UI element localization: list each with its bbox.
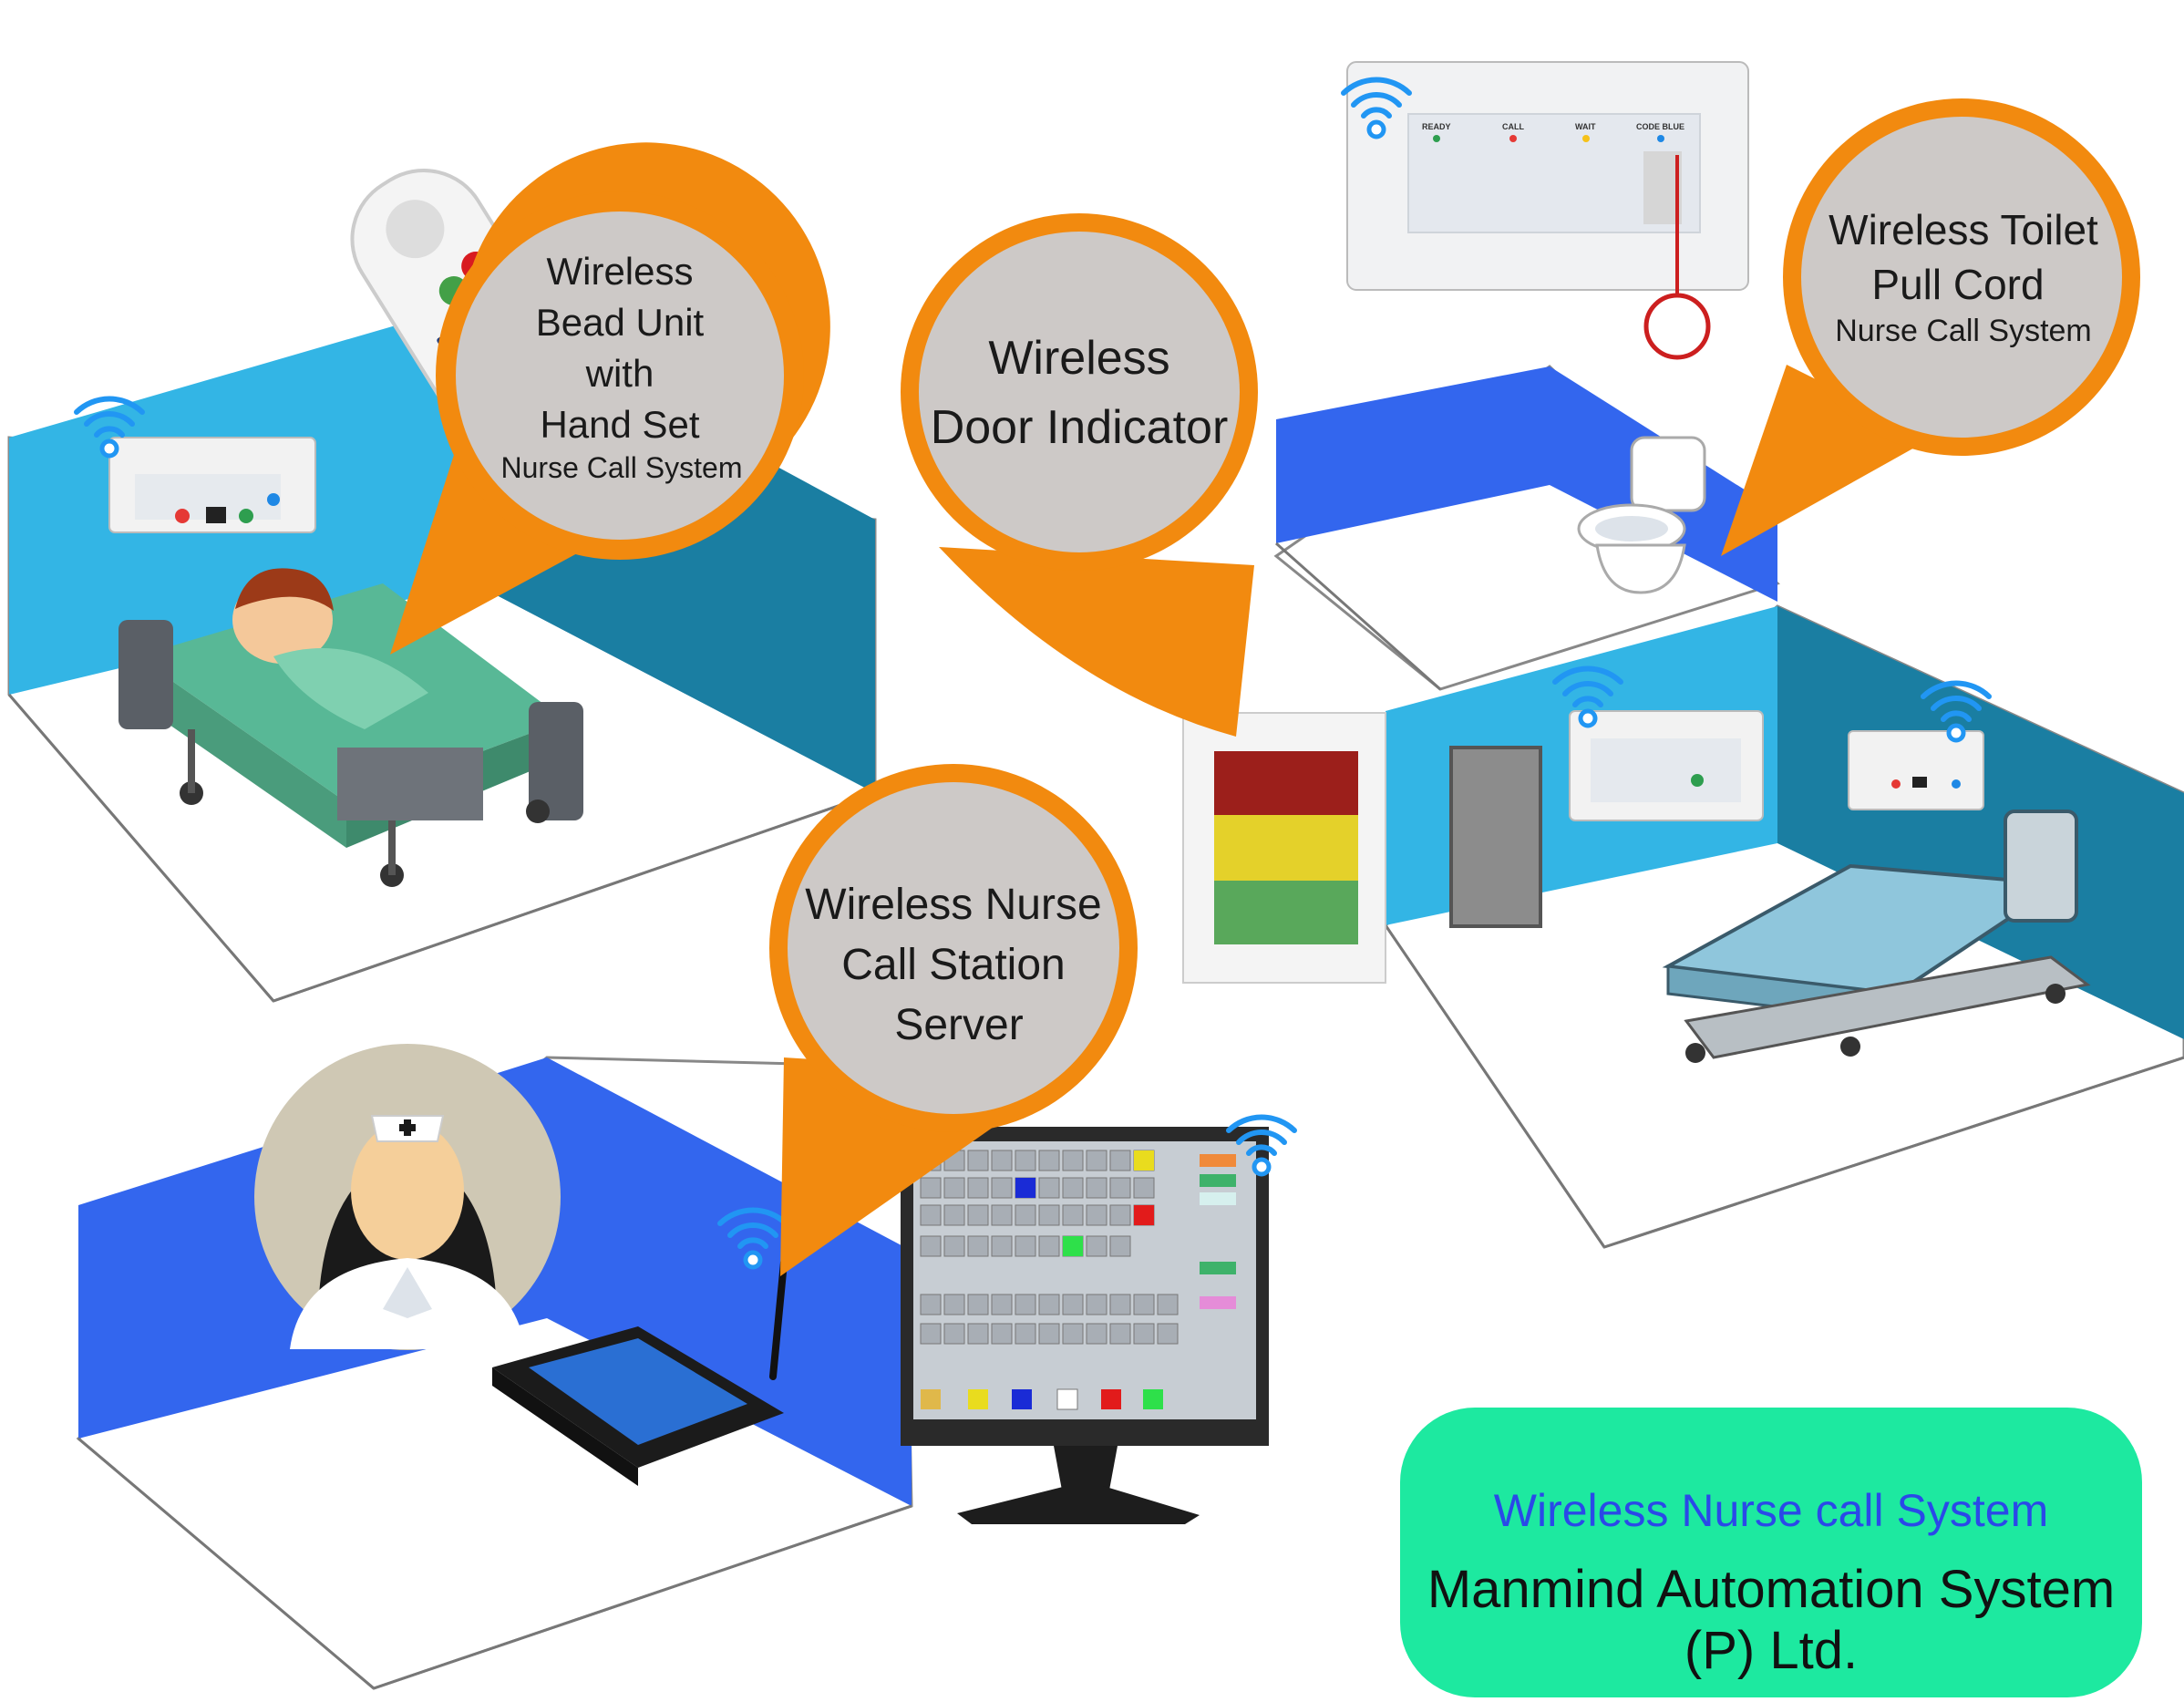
led-label-wait: WAIT: [1575, 122, 1596, 131]
toilet-title-line2: Pull Cord: [1871, 261, 2044, 308]
led-label-call: CALL: [1502, 122, 1524, 131]
brand-subtitle: Wireless Nurse call System: [1493, 1485, 2049, 1536]
tablet-device-icon: [492, 1259, 788, 1486]
door-indicator-light: [1182, 712, 1386, 984]
empty-bed-icon: [1662, 810, 2091, 1063]
side-wall-panel: [1848, 730, 1984, 810]
toilet-icon: [1577, 436, 1706, 594]
right-room-panel: [1569, 710, 1764, 821]
toilet-room-back-wall: [1276, 366, 1550, 543]
led-label-ready: READY: [1422, 122, 1451, 131]
bed-wall-panel: [108, 437, 316, 533]
bed-unit-title-line4: Hand Set: [540, 403, 699, 446]
bed-unit-subtitle: Nurse Call System: [501, 451, 743, 484]
bed-unit-title-line2: Bead Unit: [536, 301, 705, 344]
nurse-room-side-wall: [547, 1057, 912, 1506]
bed-unit-title-line3: with: [585, 352, 654, 395]
server-monitor-icon: [901, 1127, 1269, 1524]
led-label-code-blue: CODE BLUE: [1636, 122, 1684, 131]
call-station-title-line2: Call Station: [841, 941, 1065, 989]
call-station-title-line3: Server: [894, 1001, 1023, 1049]
brand-box: Wireless Nurse call System Manmind Autom…: [1400, 1408, 2142, 1697]
call-station-title-line1: Wireless Nurse: [805, 881, 1101, 929]
callout-door-indicator: Wireless Door Indicator: [901, 213, 1258, 737]
nurse-avatar: [254, 1044, 561, 1350]
toilet-title-line1: Wireless Toilet: [1829, 206, 2098, 253]
door-icon: [1449, 746, 1542, 928]
patient-bed-icon: [118, 568, 583, 887]
pull-cord-panel: READY CALL WAIT CODE BLUE: [1346, 61, 1749, 360]
toilet-subtitle: Nurse Call System: [1835, 314, 2092, 348]
callout-bed-unit: Wireless Bead Unit with Hand Set Nurse C…: [390, 142, 830, 655]
brand-company-name: Manmind Automation System (P) Ltd.: [1427, 1560, 2116, 1680]
right-room-side-wall: [1777, 606, 2184, 1039]
callout-call-station: Wireless Nurse Call Station Server: [769, 764, 1138, 1276]
bed-unit-title-line1: Wireless: [546, 250, 693, 293]
door-indicator-title-line2: Door Indicator: [931, 401, 1229, 454]
callout-toilet-pull-cord: Wireless Toilet Pull Cord Nurse Call Sys…: [1721, 98, 2140, 556]
door-indicator-title-line1: Wireless: [988, 332, 1169, 385]
